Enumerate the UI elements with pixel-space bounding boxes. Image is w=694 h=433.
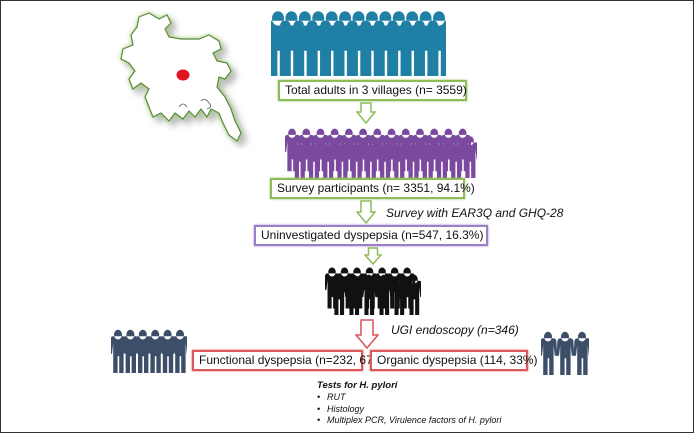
survey-method-note: Survey with EAR3Q and GHQ-28 — [386, 206, 564, 220]
functional-dyspepsia-box: Functional dyspepsia (n=232, 67%) — [192, 350, 387, 371]
test-item: Multiplex PCR, Virulence factors of H. p… — [315, 415, 501, 427]
down-arrow-icon — [356, 200, 376, 224]
person-icon — [541, 331, 558, 375]
person-icon — [376, 136, 394, 178]
tests-list: Tests for H. pylori RUT Histology Multip… — [315, 380, 501, 427]
test-item: Histology — [315, 404, 501, 416]
bangladesh-map-icon — [120, 12, 242, 142]
person-icon — [331, 274, 348, 315]
down-arrow-icon — [356, 102, 376, 124]
organic-dyspepsia-box: Organic dyspepsia (114, 33%) — [370, 350, 538, 371]
people-group-icon — [285, 128, 477, 178]
person-icon — [426, 11, 446, 76]
person-icon — [405, 136, 423, 178]
person-icon — [171, 329, 187, 373]
down-arrow-icon — [355, 319, 379, 349]
person-icon — [391, 274, 408, 315]
person-icon — [111, 329, 128, 373]
people-group-icon — [271, 11, 446, 76]
person-icon — [390, 136, 408, 178]
people-group-icon — [111, 329, 187, 373]
person-icon — [447, 136, 465, 178]
tests-title: Tests for H. pylori — [317, 380, 398, 391]
person-icon — [333, 136, 351, 178]
person-icon — [291, 136, 309, 178]
person-icon — [419, 136, 437, 178]
person-icon — [376, 274, 393, 315]
person-icon — [305, 136, 323, 178]
people-group-icon — [325, 267, 421, 315]
people-group-icon — [541, 331, 589, 375]
location-dot — [176, 69, 190, 81]
person-icon — [348, 136, 366, 178]
total-adults-box: Total adults in 3 villages (n= 3559) — [278, 80, 467, 101]
down-arrow-icon — [364, 247, 382, 265]
person-icon — [406, 274, 421, 315]
person-icon — [556, 331, 575, 375]
person-icon — [362, 136, 380, 178]
test-item: RUT — [315, 392, 501, 404]
endoscopy-note: UGI endoscopy (n=346) — [391, 323, 519, 337]
person-icon — [361, 274, 378, 315]
person-icon — [319, 136, 337, 178]
person-icon — [461, 136, 477, 178]
person-icon — [573, 331, 589, 375]
uninvestigated-dyspepsia-box: Uninvestigated dyspepsia (n=547, 16.3%) — [254, 225, 488, 246]
person-icon — [433, 136, 451, 178]
person-icon — [346, 274, 363, 315]
survey-participants-box: Survey participants (n= 3351, 94.1%) — [270, 178, 475, 199]
